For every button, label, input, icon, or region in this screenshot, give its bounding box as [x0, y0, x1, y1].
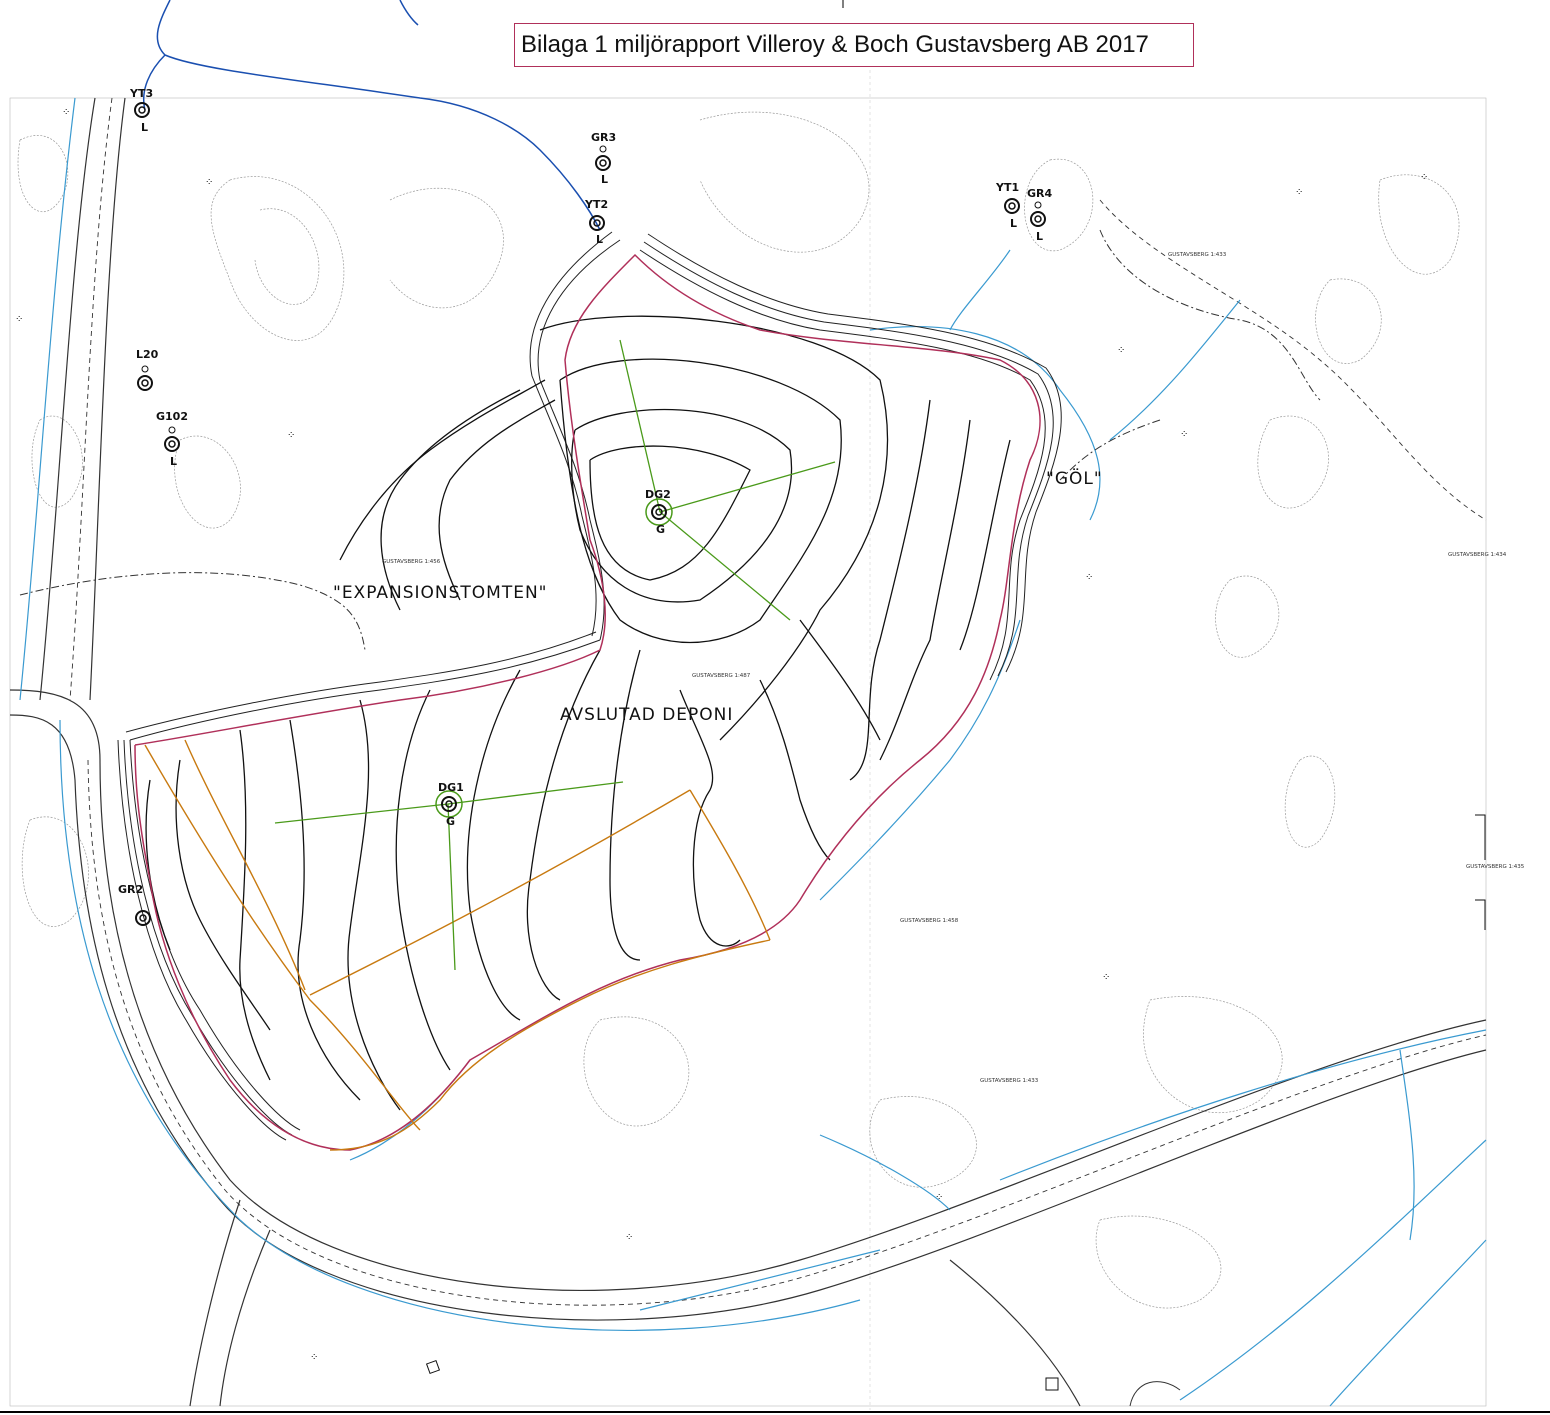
- svg-text:L20: L20: [136, 348, 159, 361]
- svg-text:G: G: [656, 523, 665, 536]
- gas-lines: [274, 339, 836, 971]
- map-title: Bilaga 1 miljörapport Villeroy & Boch Gu…: [514, 23, 1194, 67]
- bracket-east: [1475, 814, 1486, 930]
- label-deponi: AVSLUTAD DEPONI: [560, 705, 733, 725]
- svg-text:⁘: ⁘: [1117, 345, 1125, 356]
- property-lines: [19, 229, 1321, 651]
- property-label-434: GUSTAVSBERG 1:434: [1448, 552, 1507, 558]
- svg-text:L: L: [141, 121, 148, 134]
- svg-text:⁘: ⁘: [625, 1232, 633, 1243]
- svg-text:⁘: ⁘: [287, 430, 295, 441]
- svg-text:L: L: [596, 233, 603, 246]
- svg-text:L: L: [170, 455, 177, 468]
- roads: [9, 97, 1487, 1407]
- svg-text:⁘: ⁘: [1085, 572, 1093, 583]
- svg-text:⁘: ⁘: [1180, 429, 1188, 440]
- building-2: [425, 1359, 441, 1375]
- terrain-contours: [17, 111, 1460, 1309]
- svg-text:DG2: DG2: [645, 488, 671, 501]
- spot-markers: ⁘ ⁘ ⁘ ⁘ ⁘ ⁘ ⁘ ⁘ ⁘ ⁘ ⁘ ⁘ ⁘: [15, 107, 1428, 1363]
- well-l20: L20: [136, 348, 159, 391]
- well-yt3: YT3 L: [129, 87, 153, 134]
- stream-branch: [399, 0, 419, 26]
- well-gr2: GR2: [118, 883, 151, 926]
- embankment: [117, 231, 1062, 1141]
- svg-text:⁘: ⁘: [15, 314, 23, 325]
- svg-text:YT1: YT1: [995, 181, 1019, 194]
- road-ellipse: [1129, 1381, 1181, 1407]
- orange-lines: [144, 739, 771, 1151]
- property-label-433-south: GUSTAVSBERG 1:433: [980, 1078, 1039, 1084]
- svg-text:⁘: ⁘: [1102, 972, 1110, 983]
- stream-west: [143, 54, 166, 111]
- svg-text:G: G: [446, 815, 455, 828]
- building-1: [1045, 1377, 1059, 1391]
- svg-text:GR4: GR4: [1027, 187, 1052, 200]
- svg-text:G102: G102: [156, 410, 188, 423]
- svg-text:⁘: ⁘: [205, 177, 213, 188]
- property-label-458: GUSTAVSBERG 1:458: [900, 918, 959, 924]
- landfill-contours: [145, 315, 1011, 1111]
- svg-text:⁘: ⁘: [935, 1192, 943, 1203]
- stream: [156, 0, 601, 231]
- well-yt2: YT2 L: [584, 198, 608, 246]
- property-label-435: GUSTAVSBERG 1:435: [1466, 864, 1525, 870]
- wells: YT3 L GR3 L YT2 L YT1 L GR4 L: [118, 87, 1052, 926]
- svg-text:GR2: GR2: [118, 883, 143, 896]
- well-dg1: DG1 G: [435, 781, 464, 828]
- svg-text:⁘: ⁘: [310, 1352, 318, 1363]
- svg-text:L: L: [1036, 230, 1043, 243]
- well-gr3: GR3 L: [591, 131, 616, 186]
- svg-text:YT2: YT2: [584, 198, 608, 211]
- svg-text:⁘: ⁘: [1420, 172, 1428, 183]
- water-lines: [19, 97, 1487, 1407]
- well-yt1: YT1 L: [995, 181, 1020, 230]
- property-label-433-north: GUSTAVSBERG 1:433: [1168, 252, 1227, 258]
- well-gr4: GR4 L: [1027, 187, 1052, 243]
- road-dashes: [69, 97, 1487, 1306]
- well-dg2: DG2 G: [645, 488, 673, 536]
- label-gol: "GÖL": [1046, 467, 1103, 489]
- property-label-487: GUSTAVSBERG 1:487: [692, 673, 751, 679]
- svg-text:⁘: ⁘: [62, 107, 70, 118]
- svg-text:YT3: YT3: [129, 87, 153, 100]
- svg-text:GR3: GR3: [591, 131, 616, 144]
- svg-text:DG1: DG1: [438, 781, 464, 794]
- label-expansion: "EXPANSIONSTOMTEN": [333, 583, 548, 603]
- map-frame: [9, 97, 1487, 1407]
- property-label-456: GUSTAVSBERG 1:456: [382, 559, 441, 565]
- svg-text:L: L: [1010, 217, 1017, 230]
- svg-text:⁘: ⁘: [1295, 187, 1303, 198]
- svg-text:L: L: [601, 173, 608, 186]
- well-g102: G102 L: [156, 410, 188, 468]
